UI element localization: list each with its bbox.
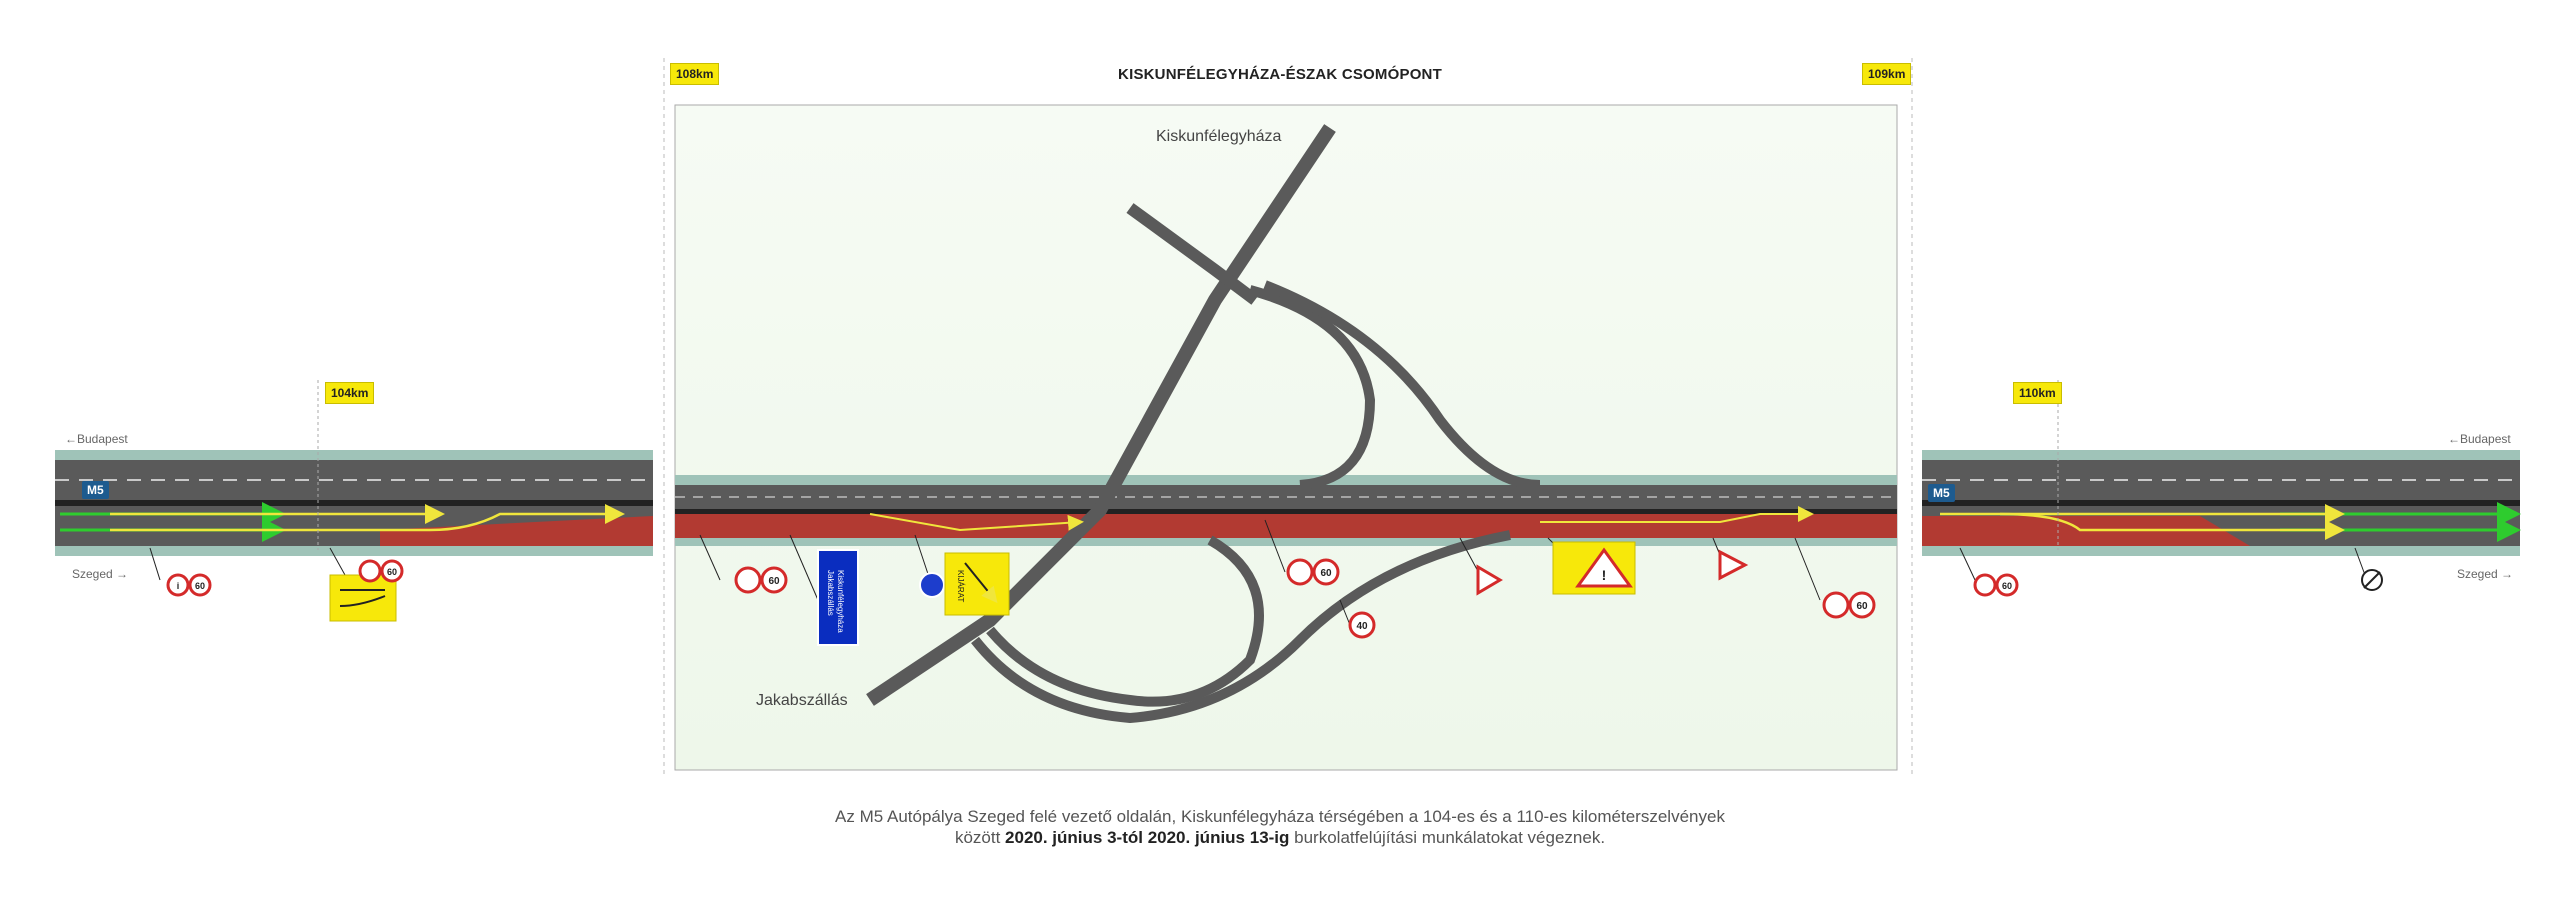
lane-shift-sign	[329, 574, 397, 622]
direction-label-left-bottom: Szeged →	[72, 567, 129, 581]
left-road-panel: i 60 60	[55, 380, 653, 622]
m5-badge-left: M5	[82, 481, 109, 499]
direction-text: Budapest	[77, 432, 128, 446]
caption-date-range: 2020. június 3-tól 2020. június 13-ig	[1005, 828, 1290, 847]
svg-text:60: 60	[768, 576, 780, 587]
km-marker-108: 108km	[670, 63, 720, 85]
direction-board	[817, 549, 859, 646]
right-road-panel: 60	[1922, 380, 2521, 597]
svg-text:40: 40	[1356, 621, 1368, 632]
direction-text: Szeged	[72, 567, 113, 581]
svg-text:Jakabszállás: Jakabszállás	[826, 570, 835, 616]
direction-text: Budapest	[2460, 432, 2511, 446]
speed-limit-sign	[166, 573, 190, 597]
svg-text:60: 60	[1856, 601, 1868, 612]
direction-label-left-top: ←Budapest	[65, 432, 128, 446]
svg-text:!: !	[1602, 567, 1607, 583]
caption-line-2: között 2020. június 3-tól 2020. június 1…	[954, 828, 1606, 847]
junction-panel: 60 Kiskunfélegyháza Jakabszállás KIJÁRAT…	[663, 58, 1913, 775]
svg-text:Kiskunfélegyháza: Kiskunfélegyháza	[836, 570, 845, 633]
m5-badge-right: M5	[1928, 484, 1955, 502]
speed-limit-40-sign	[1348, 611, 1376, 639]
caption: Az M5 Autópálya Szeged felé vezető oldal…	[0, 806, 2560, 848]
direction-label-right-top: ←Budapest	[2448, 432, 2511, 446]
svg-text:60: 60	[387, 567, 397, 577]
svg-text:60: 60	[2002, 581, 2012, 591]
keep-right-sign	[919, 572, 945, 598]
svg-text:i: i	[177, 581, 180, 591]
caption-line-1: Az M5 Autópálya Szeged felé vezető oldal…	[835, 807, 1725, 826]
exit-sign	[944, 552, 1010, 616]
direction-label-right-bottom: Szeged →	[2457, 567, 2514, 581]
km-marker-110: 110km	[2013, 382, 2062, 404]
place-label-south: Jakabszállás	[756, 692, 848, 709]
svg-text:KIJÁRAT: KIJÁRAT	[956, 570, 965, 602]
yield-sign	[1476, 564, 1503, 596]
place-label-north: Kiskunfélegyháza	[1156, 128, 1282, 145]
direction-text: Szeged	[2457, 567, 2498, 581]
svg-text:60: 60	[1320, 568, 1332, 579]
page-title: KISKUNFÉLEGYHÁZA-ÉSZAK CSOMÓPONT	[1118, 66, 1442, 83]
speed-limit-60-sign	[188, 573, 212, 597]
km-marker-104: 104km	[325, 382, 375, 404]
speed-limit-label: 60	[195, 581, 205, 591]
km-marker-109: 109km	[1862, 63, 1912, 85]
